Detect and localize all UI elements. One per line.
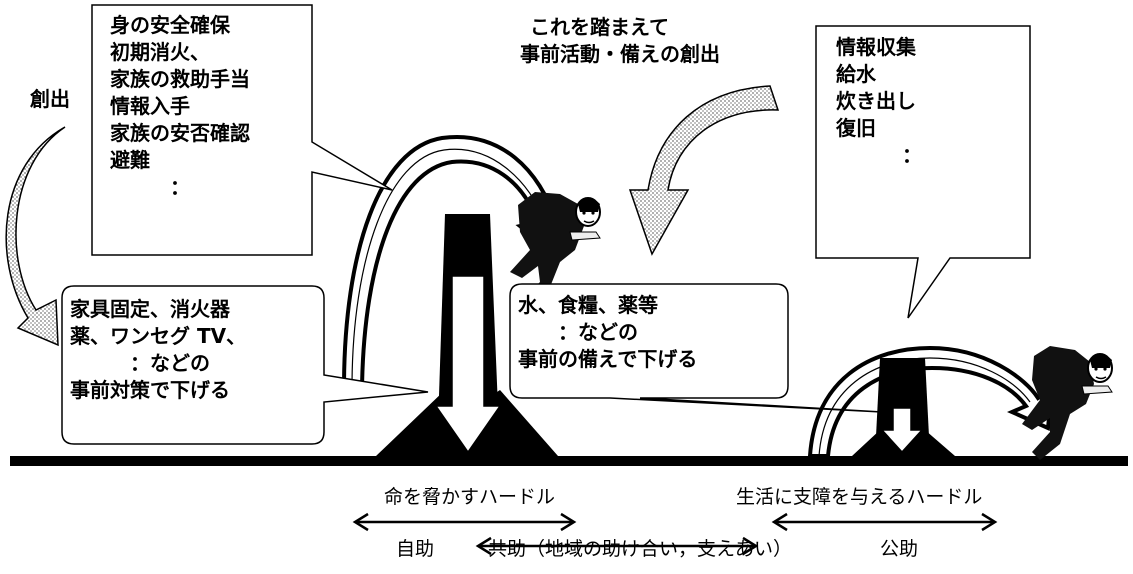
measure-line: 事前対策で下げる bbox=[70, 378, 230, 402]
action-item: 避難 bbox=[110, 148, 150, 172]
left-measures-callout bbox=[61, 285, 429, 445]
center-preparations-callout bbox=[509, 283, 883, 413]
mutual-help-range-arrow bbox=[475, 536, 759, 556]
life-hurdle-label: 命を脅かすハードル bbox=[384, 486, 556, 508]
public-help-label: 公助 bbox=[880, 538, 919, 560]
caption-line: 事前活動・備えの創出 bbox=[520, 42, 720, 66]
mutual-help-label: 共助（地域の助け合い，支えあい） bbox=[488, 538, 793, 560]
preparation-curved-arrow bbox=[628, 85, 780, 256]
lowering-arrow-small bbox=[880, 407, 924, 454]
lowering-arrow-large bbox=[434, 275, 502, 454]
self-help-label: 自助 bbox=[396, 538, 435, 560]
right-actions-callout-box bbox=[815, 25, 1031, 319]
action-item: ： bbox=[110, 175, 190, 199]
measure-line: 家具固定、消火器 bbox=[70, 297, 230, 321]
left-actions-list: 身の安全確保 初期消火、 家族の救助手当 情報入手 家族の安否確認 避難 ： bbox=[110, 12, 250, 201]
creation-label: 創出 bbox=[30, 87, 70, 111]
top-center-caption: これを踏まえて 事前活動・備えの創出 bbox=[520, 14, 720, 68]
jumping-person-icon bbox=[1022, 346, 1113, 460]
action-item: 炊き出し bbox=[836, 89, 916, 113]
right-actions-list: 情報収集 給水 炊き出し 復旧 ： bbox=[836, 34, 922, 169]
preparation-line: 事前の備えで下げる bbox=[518, 347, 698, 371]
caption-line: これを踏まえて bbox=[530, 15, 669, 39]
ground-line bbox=[10, 456, 1128, 466]
action-item: 家族の安否確認 bbox=[110, 121, 250, 145]
living-hurdle-label: 生活に支障を与えるハードル bbox=[736, 486, 983, 508]
action-item: 家族の救助手当 bbox=[110, 67, 250, 91]
action-item: 初期消火、 bbox=[110, 40, 210, 64]
action-item: ： bbox=[842, 143, 922, 167]
left-actions-callout-box bbox=[91, 4, 393, 256]
preparation-line: 水、食糧、薬等 bbox=[518, 293, 658, 317]
action-item: 復旧 bbox=[836, 116, 876, 140]
measure-line: 薬、ワンセグ TV、 bbox=[70, 324, 247, 348]
self-help-range-arrow bbox=[352, 512, 577, 532]
action-item: 情報入手 bbox=[110, 94, 190, 118]
creation-curved-arrow bbox=[5, 126, 66, 347]
action-item: 情報収集 bbox=[836, 35, 916, 59]
left-measures-text: 家具固定、消火器 薬、ワンセグ TV、 ：などの 事前対策で下げる bbox=[70, 296, 246, 404]
action-item: 身の安全確保 bbox=[110, 13, 230, 37]
measure-line: ：などの bbox=[70, 351, 210, 375]
center-preparations-text: 水、食糧、薬等 ：などの 事前の備えで下げる bbox=[518, 292, 697, 373]
action-item: 給水 bbox=[836, 62, 876, 86]
preparation-line: ：などの bbox=[518, 320, 638, 344]
public-help-range-arrow bbox=[771, 512, 998, 532]
jumping-person-icon bbox=[510, 192, 601, 310]
